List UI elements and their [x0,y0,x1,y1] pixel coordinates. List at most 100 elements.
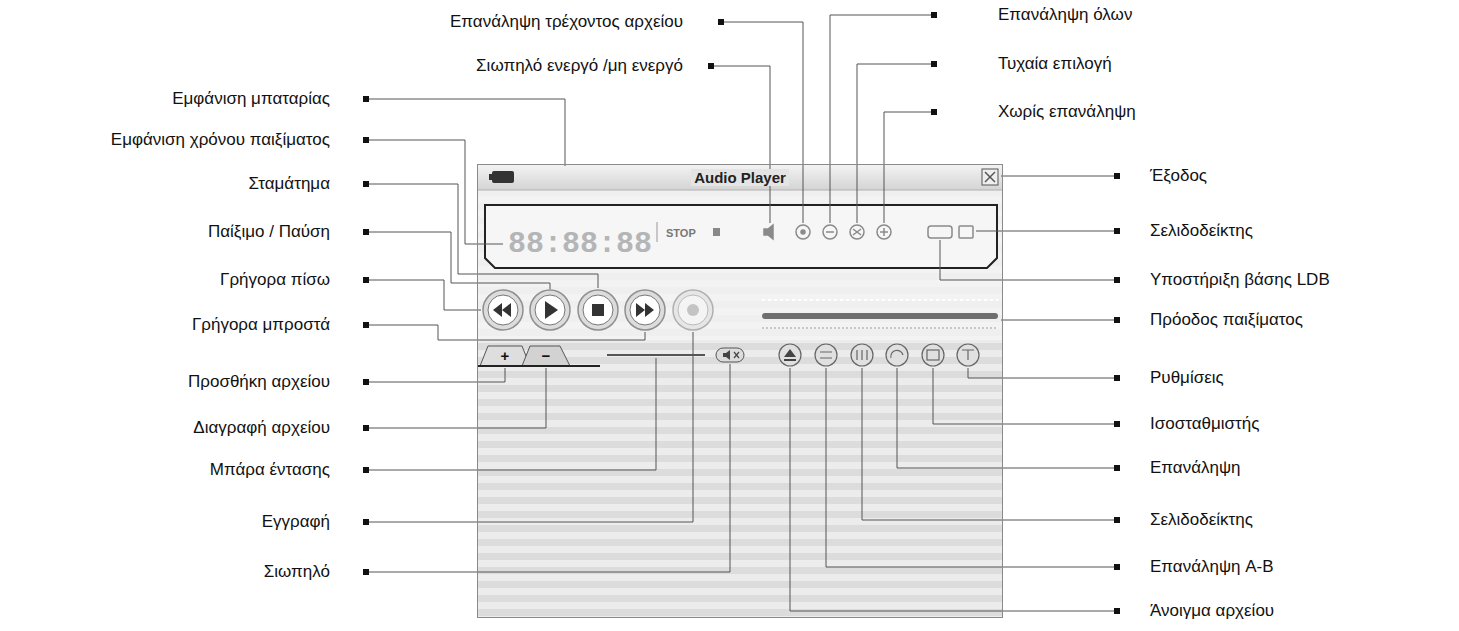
function-buttons-part [922,344,944,366]
callout-label: Ρυθμίσεις [1150,368,1224,388]
transport-buttons-part [578,290,618,330]
leader-markers-part [1114,173,1120,179]
callout-label: Παίξιμο / Παύση [208,222,330,242]
leader-lines-part [976,231,1114,232]
transport-buttons-part [678,295,708,325]
leader-markers-part [1114,375,1120,381]
leader-markers-part [363,379,369,385]
callout-label: Επανάληψη [1150,458,1241,478]
leader-markers-part [1114,421,1120,427]
window-body-part [477,190,1003,191]
leader-lines-part [724,22,803,223]
leader-markers-part [1114,465,1120,471]
transport-buttons-part [687,304,699,316]
exit-icon-part [982,169,998,185]
progress-bar-part [762,313,998,319]
leader-lines-part [369,368,546,428]
callout-label: Σελιδοδείκτης [1150,510,1253,530]
transport-buttons-part [625,290,665,330]
battery-icon [489,171,514,183]
function-buttons-part [820,352,832,358]
window-body-part [477,190,1003,340]
function-buttons-part [957,344,979,366]
volume-and-mute-part [723,350,730,360]
leader-lines-part [369,325,645,340]
leader-lines-part [897,368,1114,468]
playlist-tabs-part [477,365,600,367]
volume-and-mute-part [716,348,744,362]
callout-label: Σελιδοδείκτης [1150,221,1253,241]
status-icons-part [796,225,810,239]
callout-label: Μπάρα έντασης [210,460,330,480]
leader-markers-part [931,12,937,18]
leader-markers-part [1114,228,1120,234]
function-buttons-part [927,350,939,360]
transport-buttons-part [502,303,511,317]
leader-lines-part [369,99,565,166]
leader-markers-part [931,109,937,115]
leader-lines-part [369,332,693,522]
function-buttons-part [784,359,796,361]
window-body [477,164,1003,618]
transport-buttons-part [530,290,570,330]
leader-lines-part [790,368,1114,611]
leader-markers-part [363,467,369,473]
transport-buttons-part [545,301,558,319]
leader-markers-part [363,322,369,328]
progress-bar-part [762,299,998,301]
transport-buttons-part [592,304,604,316]
transport-buttons-part [583,295,613,325]
status-icons-part [877,225,891,239]
playlist-tabs [477,346,600,366]
callout-label: Εγγραφή [262,512,330,532]
leader-lines-part [714,66,770,223]
leader-markers-part [931,61,937,67]
callout-label: Επανάληψη A-B [1150,557,1274,577]
display-panel [485,205,997,268]
function-buttons-part [886,344,908,366]
function-buttons-part [962,350,974,360]
leader-lines-part [884,112,931,223]
leader-markers-part [1114,564,1120,570]
callout-label: Γρήγορα πίσω [220,270,330,290]
leader-lines-part [940,240,1114,280]
display-panel-part [657,222,658,242]
leader-lines-part [862,368,1114,520]
window-title-text: Audio Player [691,169,789,186]
callout-label: Ισοσταθμιστής [1150,414,1259,434]
leader-markers-part [363,519,369,525]
exit-icon-part [985,172,995,182]
leader-lines-part [1001,176,1114,177]
window-body-part [477,164,1003,618]
status-icons-part [850,225,864,239]
transport-buttons-part [483,290,523,330]
leader-markers-part [363,137,369,143]
transport-buttons-part [535,295,565,325]
status-icons-part [880,228,888,236]
leader-markers-part [1114,517,1120,523]
status-icons-part [801,230,805,234]
callout-label: Χωρίς επανάληψη [998,102,1136,122]
leader-markers-part [363,569,369,575]
progress-bar-part [762,327,998,329]
window-body-part [477,164,1003,190]
callout-label: Έξοδος [1150,166,1207,186]
leader-lines-part [369,364,730,572]
progress-bar [762,300,998,328]
leader-markers-part [718,19,724,25]
leader-markers-part [363,425,369,431]
tab-sign: + [495,346,515,366]
transport-buttons-part [488,295,518,325]
leader-lines-part [369,280,481,310]
transport-buttons-part [673,290,713,330]
leader-markers-part [363,181,369,187]
transport-buttons-part [493,303,502,317]
function-buttons-part [891,350,903,358]
callout-label: Άνοιγμα αρχείου [1150,601,1274,621]
exit-icon-part [985,172,995,182]
function-buttons-part [851,344,873,366]
transport-buttons [483,290,713,330]
volume-and-mute-part [607,354,705,356]
window-title: Audio Player [478,169,1002,187]
callout-label: Σταμάτημα [249,174,330,194]
